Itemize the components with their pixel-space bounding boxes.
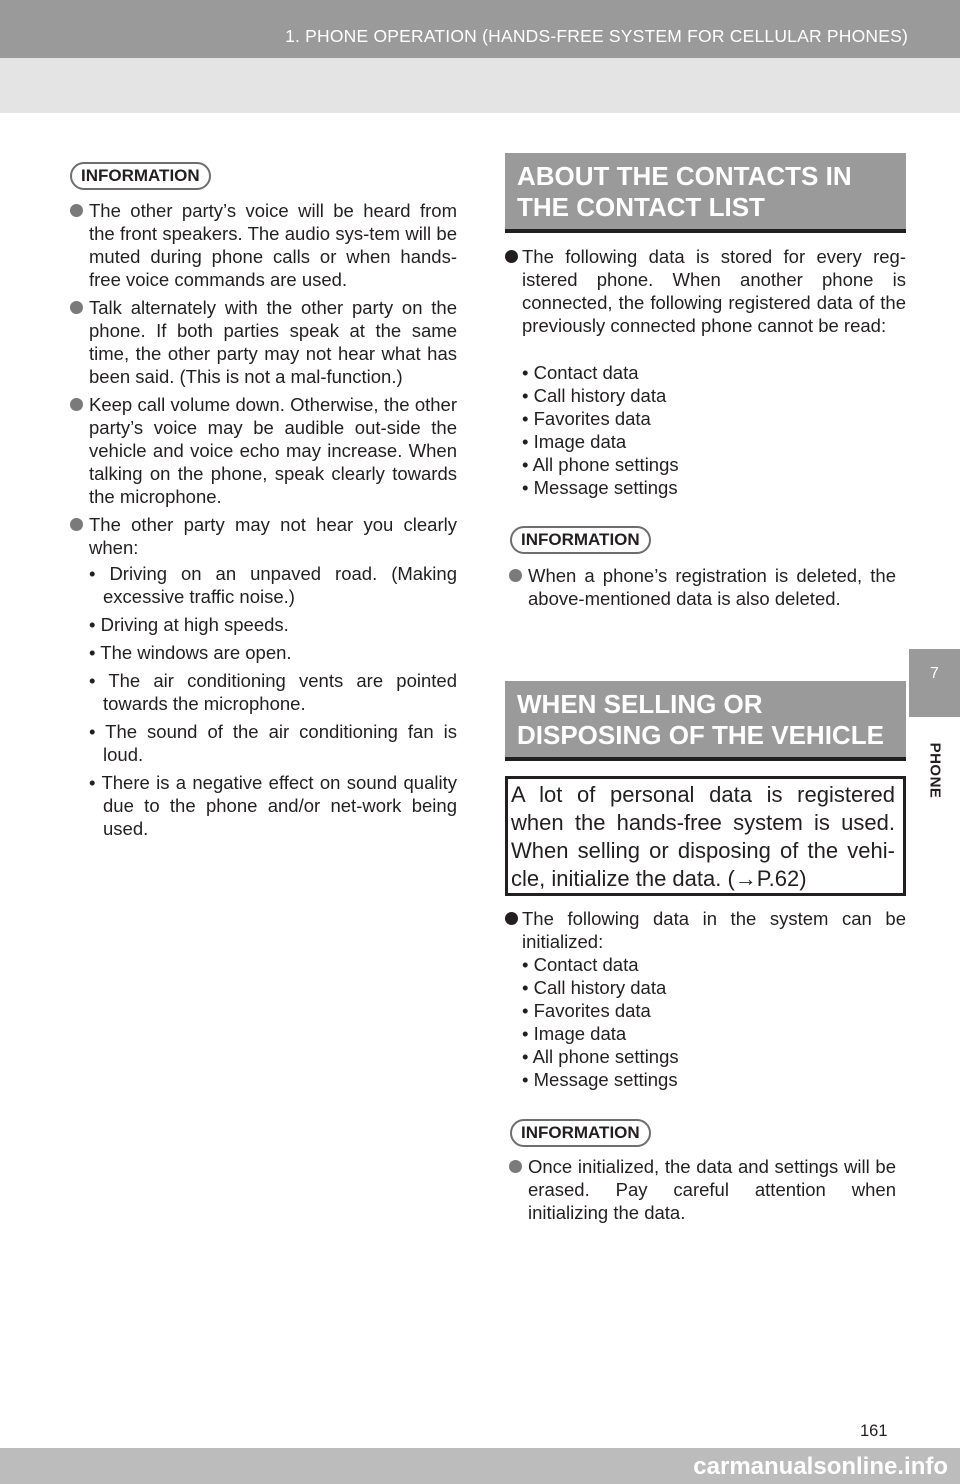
information-list: The other party’s voice will be heard fr… xyxy=(70,199,457,845)
section-heading-selling: WHEN SELLING OR DISPOSING OF THE VEHICLE xyxy=(505,681,906,761)
bullet-icon xyxy=(70,204,83,217)
chapter-side-label: PHONE xyxy=(918,730,952,810)
chapter-label: PHONE xyxy=(926,742,944,798)
sub-list-item: • Driving at high speeds. xyxy=(89,614,289,635)
bullet-icon xyxy=(509,569,522,582)
list-item: • Contact data xyxy=(522,362,639,383)
section-heading-contacts: ABOUT THE CONTACTS IN THE CONTACT LIST xyxy=(505,153,906,233)
header-band xyxy=(0,58,960,113)
chapter-title: 1. PHONE OPERATION (HANDS-FREE SYSTEM FO… xyxy=(285,26,908,46)
section-title: WHEN SELLING OR DISPOSING OF THE VEHICLE xyxy=(517,689,884,750)
watermark-bar: carmanualsonline.info xyxy=(0,1448,960,1484)
selling-note-box: A lot of personal data is registered whe… xyxy=(505,776,906,896)
contacts-paragraph: The following data is stored for every r… xyxy=(505,245,906,337)
list-item: • Favorites data xyxy=(522,408,651,429)
selling-paragraph: The following data in the system can be … xyxy=(505,907,906,953)
list-item: Talk alternately with the other party on… xyxy=(70,296,457,388)
chapter-number: 7 xyxy=(930,665,939,682)
sub-list-item: • The windows are open. xyxy=(89,642,292,663)
list-item: • Contact data xyxy=(522,954,639,975)
information-badge: INFORMATION xyxy=(70,162,211,190)
bullet-icon xyxy=(70,518,83,531)
list-item: • Message settings xyxy=(522,1069,678,1090)
watermark-text: carmanualsonline.info xyxy=(693,1453,948,1480)
list-item: • Image data xyxy=(522,431,627,452)
list-item: The other party’s voice will be heard fr… xyxy=(70,199,457,291)
list-item: The other party may not hear you clearly… xyxy=(70,513,457,840)
selling-data-list: • Contact data • Call history data • Fav… xyxy=(522,953,679,1091)
bullet-icon xyxy=(509,1160,522,1173)
page-header-bar: 1. PHONE OPERATION (HANDS-FREE SYSTEM FO… xyxy=(0,0,960,58)
list-item: When a phone’s registration is deleted, … xyxy=(509,564,896,610)
information-badge: INFORMATION xyxy=(510,526,651,554)
bullet-icon xyxy=(70,398,83,411)
information-badge: INFORMATION xyxy=(510,1119,651,1147)
list-item: Once initialized, the data and settings … xyxy=(509,1155,896,1224)
selling-info-list: Once initialized, the data and settings … xyxy=(509,1155,896,1229)
sub-list-item: • The air conditioning vents are pointed… xyxy=(89,670,457,714)
sub-list-item: • There is a negative effect on sound qu… xyxy=(89,772,457,839)
bullet-icon xyxy=(70,301,83,314)
chapter-tab: 7 xyxy=(909,649,960,717)
conditions-list: • Driving on an unpaved road. (Making ex… xyxy=(89,562,457,840)
list-item: Keep call volume down. Otherwise, the ot… xyxy=(70,393,457,508)
sub-list-item: • The sound of the air conditioning fan … xyxy=(89,721,457,765)
list-item: • Message settings xyxy=(522,477,678,498)
sub-list-item: • Driving on an unpaved road. (Making ex… xyxy=(89,563,457,607)
list-item: • All phone settings xyxy=(522,1046,679,1067)
section-title: ABOUT THE CONTACTS IN THE CONTACT LIST xyxy=(517,161,852,222)
list-item: • Image data xyxy=(522,1023,627,1044)
contacts-data-list: • Contact data • Call history data • Fav… xyxy=(522,361,679,499)
selling-note-text: A lot of personal data is registered whe… xyxy=(511,782,895,891)
bullet-icon xyxy=(505,912,518,925)
contacts-info-list: When a phone’s registration is deleted, … xyxy=(509,564,896,615)
list-item: • Call history data xyxy=(522,385,667,406)
bullet-icon xyxy=(505,250,518,263)
page-number: 161 xyxy=(860,1422,888,1440)
list-item: • All phone settings xyxy=(522,454,679,475)
list-item: • Call history data xyxy=(522,977,667,998)
list-item: • Favorites data xyxy=(522,1000,651,1021)
